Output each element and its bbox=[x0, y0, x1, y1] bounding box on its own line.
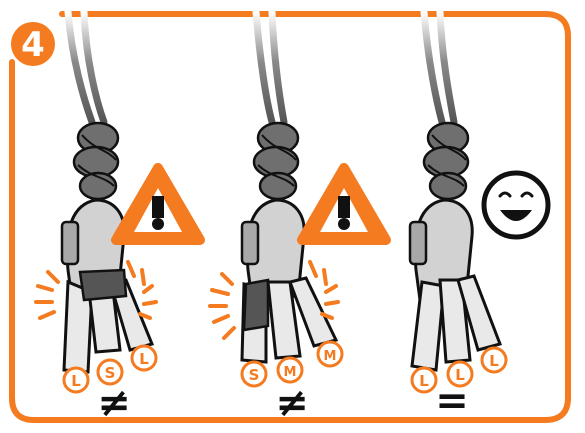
rope-strand bbox=[268, 8, 288, 126]
step-frame bbox=[9, 11, 571, 423]
stress-marks bbox=[34, 260, 158, 320]
carabiner bbox=[413, 198, 474, 302]
panel-2: S M M ≠ bbox=[208, 8, 391, 426]
rope-strand bbox=[64, 8, 96, 126]
sling-length-label: L bbox=[71, 372, 81, 390]
sling-length-label: S bbox=[105, 364, 116, 382]
sling-stress-band bbox=[78, 268, 128, 302]
sling-label-1: S bbox=[240, 360, 268, 388]
sling-length-label: L bbox=[419, 372, 429, 390]
figure-eight-knot bbox=[252, 121, 300, 201]
sling-length-label: L bbox=[139, 350, 149, 368]
sling-label-2: S bbox=[96, 358, 124, 386]
rope-strand bbox=[252, 8, 276, 126]
sling-stress-band bbox=[242, 278, 270, 332]
stress-marks bbox=[208, 260, 340, 340]
screw-gate bbox=[408, 220, 428, 266]
rope-strand bbox=[80, 8, 108, 126]
smiley-face-icon bbox=[481, 170, 551, 240]
sling-long-right bbox=[456, 274, 502, 352]
sling-medium-right bbox=[288, 276, 339, 348]
warning-triangle-icon bbox=[297, 163, 391, 245]
screw-gate bbox=[60, 220, 80, 266]
sling-label-3: M bbox=[316, 340, 344, 368]
sling-label-3: L bbox=[480, 346, 508, 374]
sling-length-label: M bbox=[324, 349, 337, 364]
sling-label-2: M bbox=[276, 356, 304, 384]
rope-strand bbox=[420, 8, 446, 126]
comparison-symbol: ≠ bbox=[275, 380, 309, 426]
panel-3: L L L = bbox=[408, 8, 551, 424]
comparison-symbol: ≠ bbox=[97, 380, 131, 426]
warning-triangle-icon bbox=[111, 163, 205, 245]
figure-eight-knot bbox=[422, 121, 470, 201]
step-badge bbox=[11, 22, 55, 66]
rope-strand bbox=[436, 8, 458, 126]
sling-length-label: L bbox=[489, 352, 499, 370]
sling-label-1: L bbox=[410, 366, 438, 394]
sling-label-1: L bbox=[62, 366, 90, 394]
comparison-symbol: = bbox=[435, 378, 469, 424]
sling-label-3: L bbox=[130, 344, 158, 372]
sling-length-label: S bbox=[249, 366, 260, 384]
sling-medium-middle bbox=[266, 280, 302, 360]
figure-eight-knot bbox=[72, 121, 120, 201]
screw-gate bbox=[240, 220, 260, 266]
sling-length-label: L bbox=[455, 366, 465, 384]
sling-long-left bbox=[410, 280, 446, 372]
panel-1: L S L ≠ bbox=[34, 8, 205, 426]
step-number: 4 bbox=[21, 25, 45, 65]
sling-length-label: M bbox=[284, 365, 297, 380]
sling-label-2: L bbox=[446, 360, 474, 388]
